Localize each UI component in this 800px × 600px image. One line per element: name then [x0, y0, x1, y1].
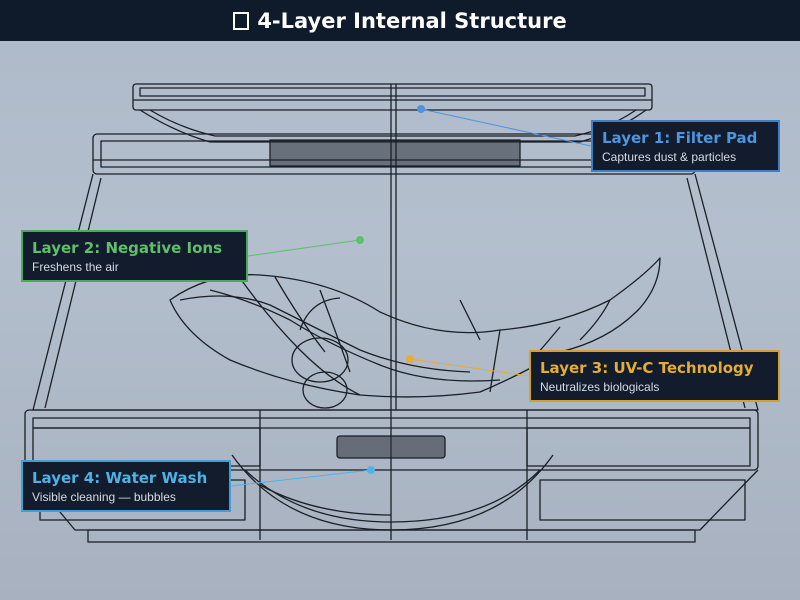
- callout-title: Layer 2: Negative Ions: [32, 239, 223, 257]
- title-bar: 4-Layer Internal Structure: [0, 0, 800, 41]
- anchor-dot-layer-3: [406, 355, 414, 363]
- callout-layer-1: Layer 1: Filter Pad Captures dust & part…: [591, 120, 780, 172]
- callout-layer-4: Layer 4: Water Wash Visible cleaning — b…: [21, 460, 231, 512]
- top-lid: [132, 83, 653, 143]
- callout-subtitle: Captures dust & particles: [602, 150, 737, 164]
- leader-layer-3: [409, 358, 530, 377]
- box-icon: [233, 11, 250, 30]
- leader-layer-4: [230, 469, 372, 487]
- callout-layer-3: Layer 3: UV-C Technology Neutralizes bio…: [529, 350, 780, 402]
- anchor-dot-layer-2: [356, 236, 364, 244]
- page-title: 4-Layer Internal Structure: [257, 8, 567, 33]
- anchor-dot-layer-4: [367, 466, 375, 474]
- callout-subtitle: Visible cleaning — bubbles: [32, 490, 176, 504]
- inner-model: [169, 257, 661, 409]
- callout-title: Layer 1: Filter Pad: [602, 129, 758, 147]
- callout-leaders: [230, 105, 592, 487]
- callout-layer-2: Layer 2: Negative Ions Freshens the air: [21, 230, 248, 282]
- leader-layer-1: [420, 108, 592, 147]
- anchor-dot-layer-1: [417, 105, 425, 113]
- callout-title: Layer 3: UV-C Technology: [540, 359, 754, 377]
- callout-title: Layer 4: Water Wash: [32, 469, 208, 487]
- leader-layer-2: [247, 239, 361, 257]
- callout-subtitle: Freshens the air: [32, 260, 119, 274]
- callout-subtitle: Neutralizes biologicals: [540, 380, 660, 394]
